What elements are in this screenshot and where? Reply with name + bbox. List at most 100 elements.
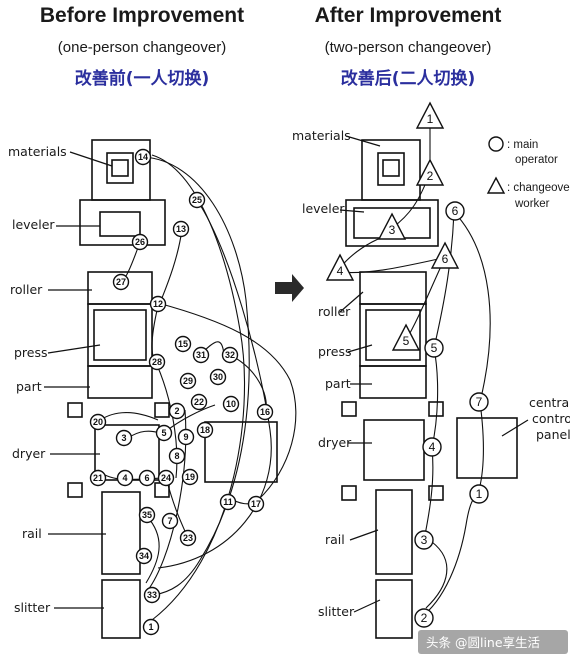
before-step-16: 16 [256,403,274,421]
after-main-step-1: 1 [469,484,489,504]
before-label-press: press [14,345,48,360]
svg-text:18: 18 [200,425,210,435]
svg-text:2: 2 [174,406,179,416]
before-step-30: 30 [209,368,227,386]
before-flow-8 [145,519,160,584]
before-equipment [67,139,278,639]
svg-text:6: 6 [452,204,459,218]
svg-text:24: 24 [161,473,171,483]
before-label-roller: roller [10,282,43,297]
after-small-square-d [428,485,444,501]
before-step-13: 13 [172,220,190,238]
svg-text:14: 14 [138,152,148,162]
svg-text:20: 20 [93,417,103,427]
before-flow-lines [97,154,297,621]
before-step-12: 12 [149,295,167,313]
comparison-arrow-icon [275,274,304,302]
after-main-step-3: 3 [414,530,434,550]
svg-text:34: 34 [139,551,149,561]
after-main-step-7: 7 [469,392,489,412]
after-label-slitter: slitter [318,604,355,619]
watermark-text: 头条 @圆line享生活 [426,635,540,650]
before-step-29: 29 [179,372,197,390]
svg-text:4: 4 [429,440,436,454]
after-flow-main-4-5 [431,347,439,448]
after-pointer-press [347,344,373,353]
before-step-4: 4 [116,469,134,487]
svg-text:19: 19 [185,472,195,482]
after-pointer-leveler [339,209,365,213]
before-leveler-inner [99,211,141,237]
svg-text:11: 11 [223,497,233,507]
before-press-inner [93,309,147,361]
after-rail-box [375,489,413,575]
svg-text:8: 8 [174,451,179,461]
svg-text:13: 13 [176,224,186,234]
before-label-pointers [44,151,113,609]
before-step-8: 8 [168,447,186,465]
svg-text:32: 32 [225,350,235,360]
svg-text:2: 2 [421,611,428,625]
after-materials-box [361,139,421,201]
after-title: After Improvement [315,4,502,27]
after-worker-step-4: 4 [325,253,355,281]
before-step-1: 1 [142,618,160,636]
svg-text:17: 17 [251,499,261,509]
before-step-18: 18 [196,421,214,439]
after-part-box [359,365,427,399]
after-flow-main-2-3 [425,541,448,609]
svg-text:12: 12 [153,299,163,309]
before-step-27: 27 [112,273,130,291]
after-dryer-box [363,419,425,481]
after-labels: materials leveler roller press part drye… [292,128,570,619]
svg-text:23: 23 [183,533,193,543]
before-step-7: 7 [161,512,179,530]
legend-worker-line2: worker [514,198,550,210]
before-step-14: 14 [134,148,152,166]
legend-changeover-worker-icon [486,176,506,194]
after-worker-step-5: 5 [391,323,421,351]
after-flow-worker-4-6 [339,257,444,274]
before-step-25: 25 [188,191,206,209]
before-part-box [87,365,153,399]
before-step-26: 26 [131,233,149,251]
after-flow-main-5-6 [433,211,455,349]
before-small-square-b [154,402,170,418]
after-label-control-line3: panel [536,427,570,442]
before-label-leveler: leveler [12,217,55,232]
svg-text:33: 33 [147,590,157,600]
after-equipment [341,139,518,639]
before-label-materials: materials [8,144,67,159]
after-materials-core [382,159,400,177]
svg-text:15: 15 [178,339,188,349]
svg-text:31: 31 [196,350,206,360]
before-label-part: part [16,379,42,394]
before-label-slitter: slitter [14,600,51,615]
svg-text:1: 1 [427,112,434,126]
after-press-inner [365,309,421,361]
svg-text:5: 5 [403,334,410,348]
before-step-10: 10 [222,395,240,413]
before-step-9: 9 [177,428,195,446]
after-label-press: press [318,344,352,359]
before-slitter-box [101,579,141,639]
before-flow-16 [156,364,178,479]
after-main-step-5: 5 [424,338,444,358]
after-flow-worker-6-5 [405,261,444,341]
after-small-square-b [428,401,444,417]
before-flow-13 [127,430,161,439]
before-step-6: 6 [138,469,156,487]
svg-text:1: 1 [148,622,153,632]
before-step-31: 31 [192,346,210,364]
svg-text:7: 7 [476,395,483,409]
svg-text:7: 7 [167,516,172,526]
before-step-5: 5 [155,424,173,442]
svg-text:28: 28 [152,357,162,367]
before-step-15: 15 [174,335,192,353]
after-worker-steps: 1 2 3 4 5 6 [325,101,460,351]
after-flow-main-6-7 [453,211,491,403]
before-step-33: 33 [143,586,161,604]
before-step-11: 11 [219,493,237,511]
before-steps: 1 2 3 4 5 6 7 8 9 10 11 12 13 14 15 16 1… [89,148,274,636]
